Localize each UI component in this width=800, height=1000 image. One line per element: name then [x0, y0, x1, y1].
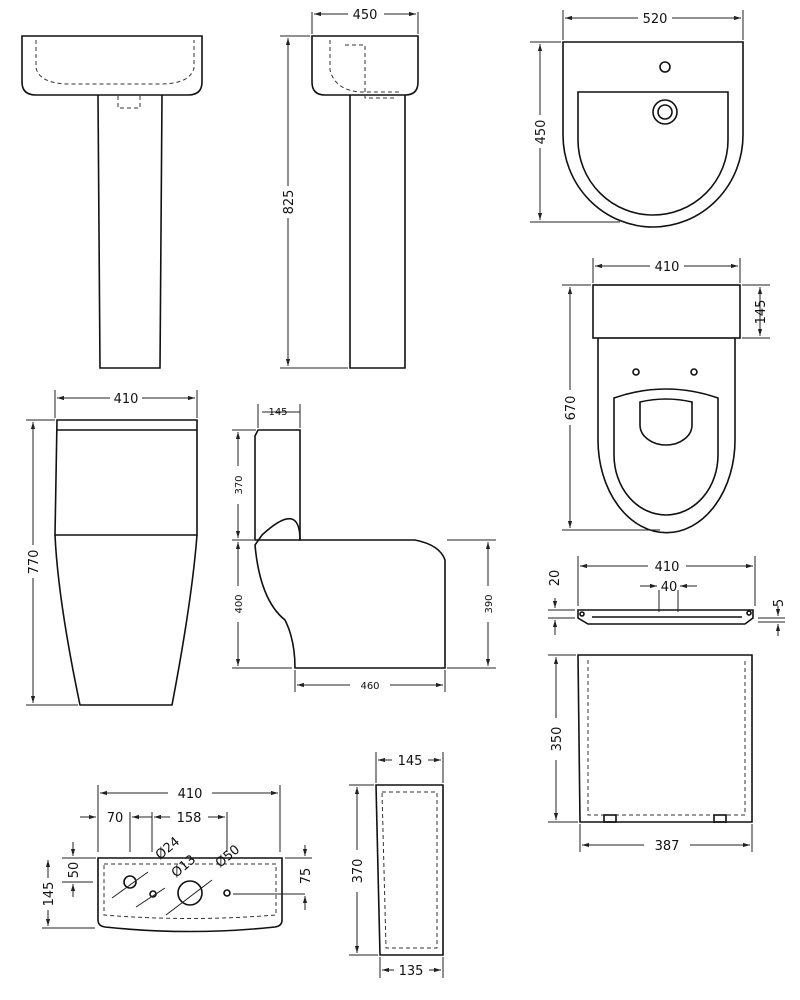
wc-front-view: 410 770	[26, 390, 198, 706]
pan-width-label: 410	[655, 260, 680, 275]
basin-top-width-label: 520	[643, 12, 668, 27]
cistern-front-view: 350 387	[548, 654, 753, 854]
hole-50-label: Ø50	[213, 842, 243, 871]
basin-width-label: 450	[353, 8, 378, 23]
cistern-top-width-label: 410	[178, 787, 203, 802]
seat-hinge-gap-label: 40	[661, 580, 678, 595]
seat-side-view: 410 40 20 5	[548, 556, 787, 636]
cistern-offset-left-label: 70	[107, 811, 124, 826]
wc-cistern-height-label: 370	[234, 475, 245, 494]
cistern-side-base-label: 135	[399, 964, 424, 979]
seat-offset-label: 5	[772, 599, 787, 607]
basin-pedestal-side-view: 450 825	[280, 8, 419, 369]
cistern-side-depth-label: 145	[398, 754, 423, 769]
wc-top-view: 410 145 670	[562, 258, 770, 534]
pan-length-label: 670	[564, 396, 579, 421]
wc-rear-height-label: 390	[484, 594, 495, 613]
cistern-back-offset-label: 50	[67, 862, 82, 879]
cistern-height-label: 350	[550, 727, 565, 752]
cistern-side-offset-label: 75	[299, 868, 314, 885]
hole-13-label: Ø13	[169, 852, 199, 881]
cistern-side-view: 145 370 135	[349, 752, 444, 979]
wc-width-label: 410	[114, 392, 139, 407]
cistern-top-view: 410 70 158 Ø24 Ø13 Ø50 50 145 75	[42, 785, 314, 933]
basin-height-label: 825	[282, 190, 297, 215]
wc-side-view: 145 370 400 390 460	[232, 404, 496, 692]
seat-thickness-label: 20	[548, 570, 563, 587]
cistern-spacing-label: 158	[177, 811, 202, 826]
pan-cistern-depth-label: 145	[754, 300, 769, 325]
basin-pedestal-front-view	[21, 35, 203, 369]
wc-height-label: 770	[27, 550, 42, 575]
wc-side-cistern-depth-label: 145	[268, 407, 287, 418]
basin-top-view: 520 450	[530, 10, 744, 228]
seat-width-label: 410	[655, 560, 680, 575]
cistern-side-height-label: 370	[351, 859, 366, 884]
basin-depth-label: 450	[534, 120, 549, 145]
wc-pan-height-label: 400	[234, 594, 245, 613]
cistern-base-width-label: 387	[655, 839, 680, 854]
wc-projection-label: 460	[360, 681, 379, 692]
cistern-top-depth-label: 145	[42, 882, 57, 907]
